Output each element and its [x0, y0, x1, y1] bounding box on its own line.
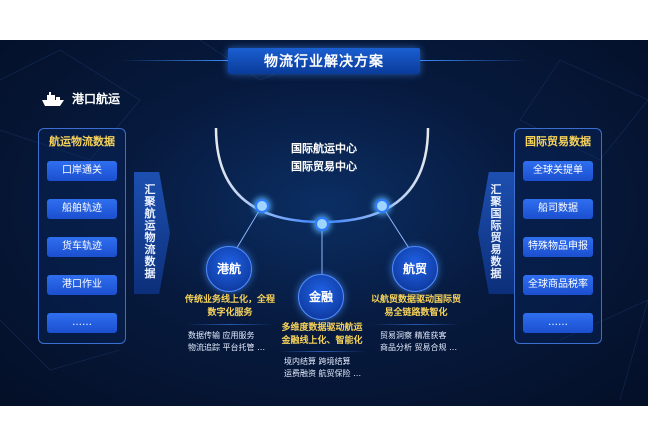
right-item-carrier-data[interactable]: 船司数据	[523, 199, 593, 219]
port-desc: 传统业务线上化，全程 数字化服务	[170, 294, 290, 320]
port-node[interactable]: 港航	[206, 246, 252, 292]
arrow-char: 国	[490, 207, 502, 220]
section-label: 港口航运	[72, 92, 121, 106]
right-arrow-text: 汇聚国际贸易数据	[490, 184, 502, 280]
arrow-char: 数	[144, 255, 156, 268]
center-line-1: 国际航运中心	[291, 142, 357, 155]
port-services-row1: 数据传输 应用服务	[188, 331, 255, 340]
left-item-port-ops[interactable]: 港口作业	[47, 275, 117, 295]
right-data-panel: 国际贸易数据 全球关提单 船司数据 特殊物品申报 全球商品税率 ……	[514, 128, 602, 344]
right-item-more[interactable]: ……	[523, 313, 593, 333]
left-data-panel: 航运物流数据 口岸通关 船舶轨迹 货车轨迹 港口作业 ……	[38, 128, 126, 344]
trade-services: 贸易洞察 精准获客 商品分析 贸易合规 …	[380, 330, 457, 354]
left-item-truck-track[interactable]: 货车轨迹	[47, 237, 117, 257]
left-item-ship-track[interactable]: 船舶轨迹	[47, 199, 117, 219]
trade-services-row2: 商品分析 贸易合规 …	[380, 343, 458, 352]
solution-slide: 物流行业解决方案 港口航运 航运物流数据 口岸通关 船舶轨迹 货车轨迹 港口作业…	[0, 40, 648, 406]
right-panel-title: 国际贸易数据	[525, 135, 591, 148]
title-bar: 物流行业解决方案	[228, 48, 420, 74]
arrow-char: 聚	[490, 195, 502, 208]
arc-node-center	[315, 217, 329, 231]
right-item-special-goods[interactable]: 特殊物品申报	[523, 237, 593, 257]
finance-node[interactable]: 金融	[298, 274, 344, 320]
finance-desc: 多维度数据驱动航运 金融线上化、智能化	[262, 322, 382, 348]
left-item-customs[interactable]: 口岸通关	[47, 161, 117, 181]
section-header: 港口航运	[40, 90, 120, 107]
page-title: 物流行业解决方案	[264, 54, 384, 70]
port-services: 数据传输 应用服务 物流追踪 平台托管 …	[188, 330, 265, 354]
trade-separator	[372, 324, 460, 325]
left-item-more[interactable]: ……	[47, 313, 117, 333]
port-desc-line2: 数字化服务	[207, 308, 253, 318]
arrow-char: 物	[144, 231, 156, 244]
arrow-char: 数	[490, 255, 502, 268]
title-line-left	[120, 60, 228, 61]
trade-services-row1: 贸易洞察 精准获客	[380, 331, 447, 340]
finance-desc-line2: 金融线上化、智能化	[281, 336, 363, 346]
trade-desc-line2: 易全链路数智化	[384, 308, 448, 318]
left-panel-title: 航运物流数据	[49, 135, 115, 148]
arrow-char: 聚	[144, 195, 156, 208]
finance-services-row1: 境内结算 跨境结算	[284, 357, 351, 366]
arc-node-right	[375, 199, 389, 213]
ship-icon	[42, 91, 64, 106]
finance-separator	[278, 351, 366, 352]
right-item-bill-of-lading[interactable]: 全球关提单	[523, 161, 593, 181]
trade-desc: 以航贸数据驱动国际贸 易全链路数智化	[356, 294, 476, 320]
arrow-char: 据	[144, 267, 156, 280]
arrow-char: 据	[490, 267, 502, 280]
port-desc-line1: 传统业务线上化，全程	[184, 295, 275, 305]
arrow-char: 贸	[490, 231, 502, 244]
center-line-2: 国际贸易中心	[291, 160, 357, 173]
port-services-row2: 物流追踪 平台托管 …	[188, 343, 266, 352]
arrow-char: 运	[144, 219, 156, 232]
finance-services-row2: 运费融资 航贸保险 …	[284, 369, 362, 378]
port-separator	[186, 324, 274, 325]
trade-node[interactable]: 航贸	[392, 246, 438, 292]
arc-node-left	[255, 199, 269, 213]
arrow-char: 流	[144, 243, 156, 256]
arrow-char: 汇	[490, 183, 502, 196]
left-arrow-text: 汇聚航运物流数据	[144, 184, 156, 280]
right-item-tax-rate[interactable]: 全球商品税率	[523, 275, 593, 295]
arrow-char: 际	[490, 219, 502, 232]
finance-desc-line1: 多维度数据驱动航运	[281, 323, 363, 333]
trade-desc-line1: 以航贸数据驱动国际贸	[370, 295, 461, 305]
arrow-char: 易	[490, 243, 502, 256]
finance-services: 境内结算 跨境结算 运费融资 航贸保险 …	[284, 356, 361, 380]
arrow-char: 航	[144, 207, 156, 220]
arrow-char: 汇	[144, 183, 156, 196]
